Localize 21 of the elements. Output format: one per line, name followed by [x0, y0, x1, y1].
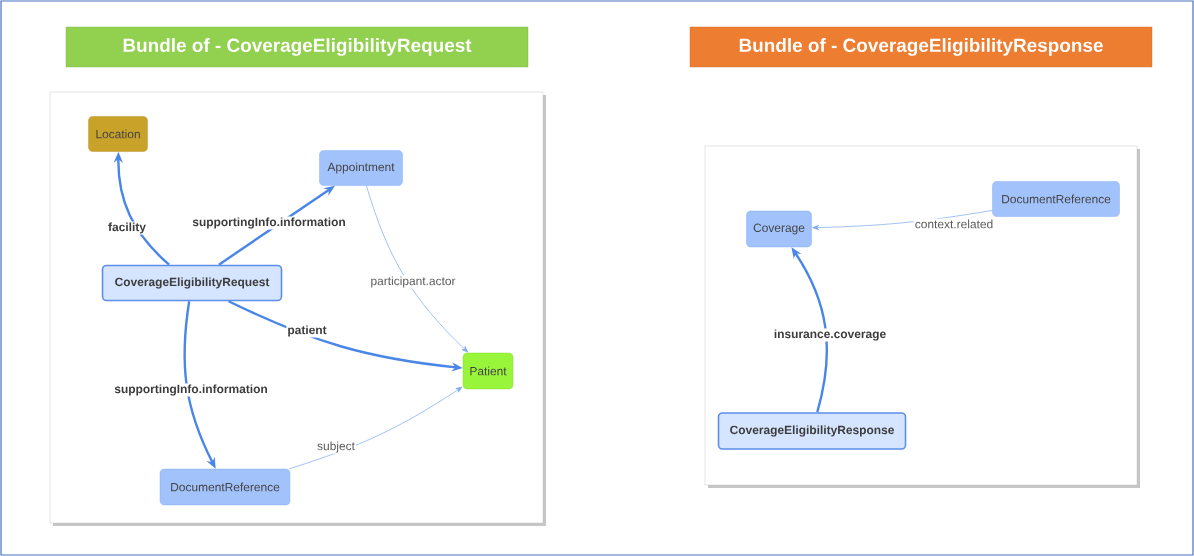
edge-label: subject — [316, 440, 356, 454]
arrow — [812, 210, 993, 231]
edge-label: patient — [286, 324, 328, 338]
edge-label: facility — [107, 221, 147, 235]
resource-box: Patient — [462, 352, 514, 390]
resource-box: DocumentReference — [159, 468, 291, 506]
resource-box: Coverage — [746, 210, 812, 248]
arrow — [288, 386, 463, 470]
header-banner: Bundle of - CoverageEligibilityRequest — [65, 26, 529, 68]
resource-box: Location — [88, 116, 148, 152]
edge-label: context.related — [913, 218, 995, 230]
resource-box: CoverageEligibilityRequest — [101, 264, 283, 302]
header-banner: Bundle of - CoverageEligibilityResponse — [689, 26, 1153, 68]
arrow — [366, 185, 469, 353]
edge-label: supportingInfo.information — [113, 383, 269, 397]
resource-box: CoverageEligibilityResponse — [717, 412, 907, 450]
resource-box: DocumentReference — [992, 181, 1120, 217]
edge-label: participant.actor — [369, 275, 457, 289]
edge-label: insurance.coverage — [772, 328, 888, 342]
resource-box: Appointment — [319, 150, 403, 186]
edge-label: supportingInfo.information — [191, 216, 347, 230]
